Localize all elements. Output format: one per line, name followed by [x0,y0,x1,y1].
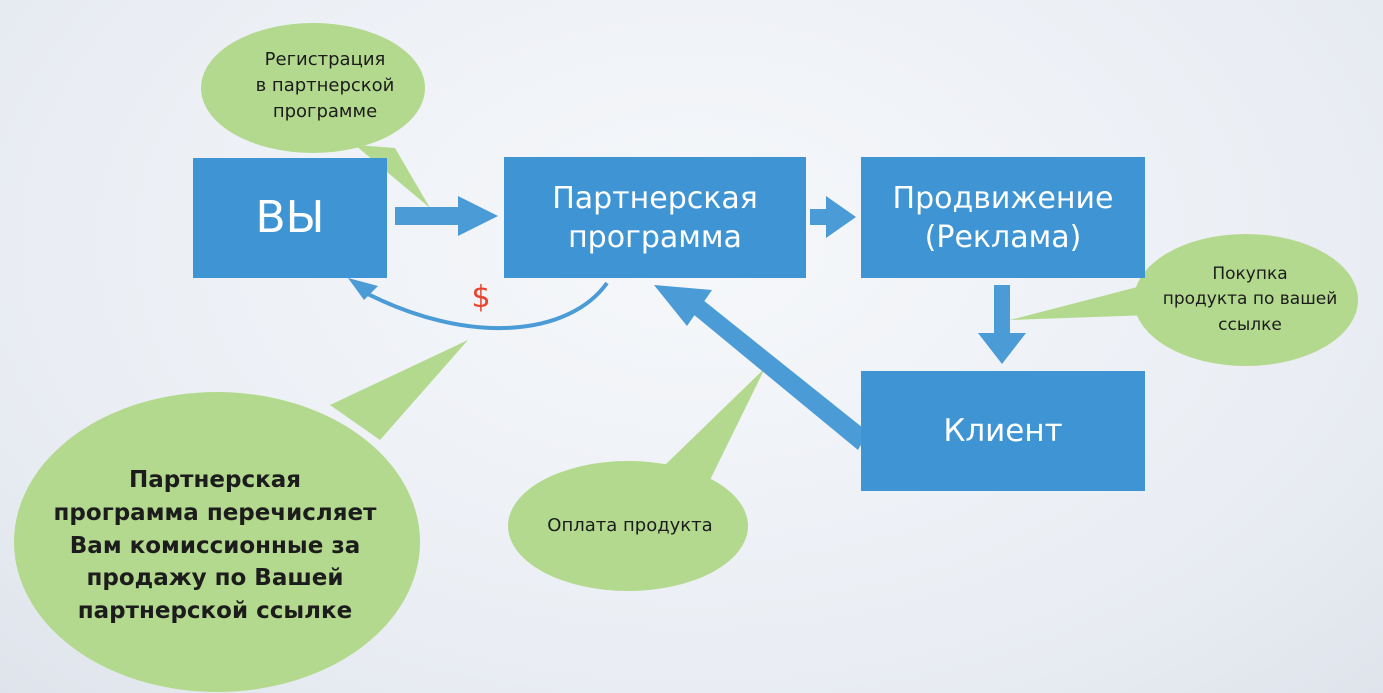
box-promotion: Продвижение (Реклама) [861,157,1145,278]
arrow-partner-to-promotion [810,196,856,238]
callout-commission-bubble [14,340,468,692]
callout-registration-text: Регистрация в партнерской программе [255,48,395,123]
callout-purchase-text: Покупка продукта по вашей ссылке [1162,263,1338,335]
arrow-promotion-to-client [978,285,1026,364]
callout-payment-text: Оплата продукта [547,514,713,536]
box-client-label: Клиент [943,412,1063,449]
arrow-commission-return [348,278,609,331]
box-partner-program-label: Партнерская программа [552,180,758,255]
callout-purchase-bubble [1010,234,1358,366]
box-you: ВЫ [193,158,387,278]
callout-payment-bubble [508,368,765,591]
box-client: Клиент [861,371,1145,491]
dollar-sign: $ [471,280,491,315]
box-promotion-label: Продвижение (Реклама) [892,180,1114,255]
box-partner-program: Партнерская программа [504,157,806,278]
box-you-label: ВЫ [255,192,325,244]
arrow-you-to-partner [395,196,498,236]
arrow-client-to-partner [654,285,868,450]
callout-commission-text: Партнерская программа перечисляет Вам ко… [53,467,377,624]
